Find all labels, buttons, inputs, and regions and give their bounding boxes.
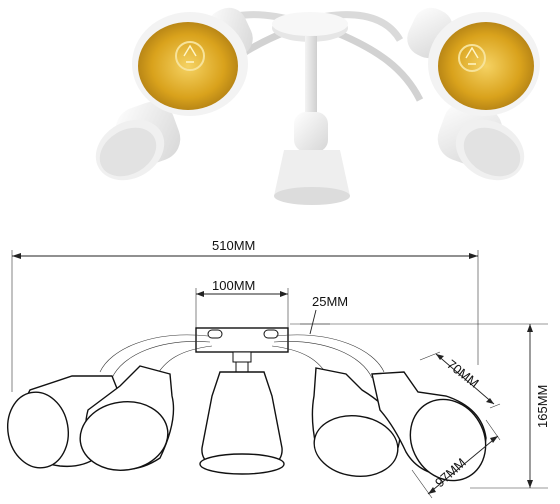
dimension-total-width: 510MM — [11, 238, 479, 392]
label-total-height: 165MM — [535, 385, 550, 428]
left-upper-shade — [132, 7, 253, 116]
label-base-height: 25MM — [312, 294, 348, 309]
right-inner-shade-outline — [311, 367, 401, 477]
center-shade-outline — [199, 371, 285, 475]
dimension-total-height: 165MM — [300, 323, 550, 489]
right-lower-shade — [437, 101, 525, 181]
center-rod — [232, 351, 252, 373]
label-total-width: 510MM — [212, 238, 255, 253]
technical-drawing: 510MM 100MM 25MM 165MM — [7, 238, 550, 499]
right-upper-shade — [407, 7, 540, 116]
left-lower-shade — [95, 101, 181, 181]
far-right-shade-outline — [371, 371, 487, 482]
arms — [99, 334, 385, 379]
light-bulb-icon — [458, 44, 486, 72]
dimension-base-height: 25MM — [290, 294, 348, 335]
ceiling-base — [272, 12, 348, 42]
light-bulb-icon — [175, 41, 205, 71]
left-inner-shade-outline — [79, 365, 175, 471]
center-shade — [274, 112, 350, 205]
label-base-width: 100MM — [212, 278, 255, 293]
dimension-base-width: 100MM — [195, 278, 289, 330]
product-render — [95, 7, 540, 205]
base-plate — [195, 327, 289, 353]
label-shade-depth: 70MM — [444, 357, 482, 391]
